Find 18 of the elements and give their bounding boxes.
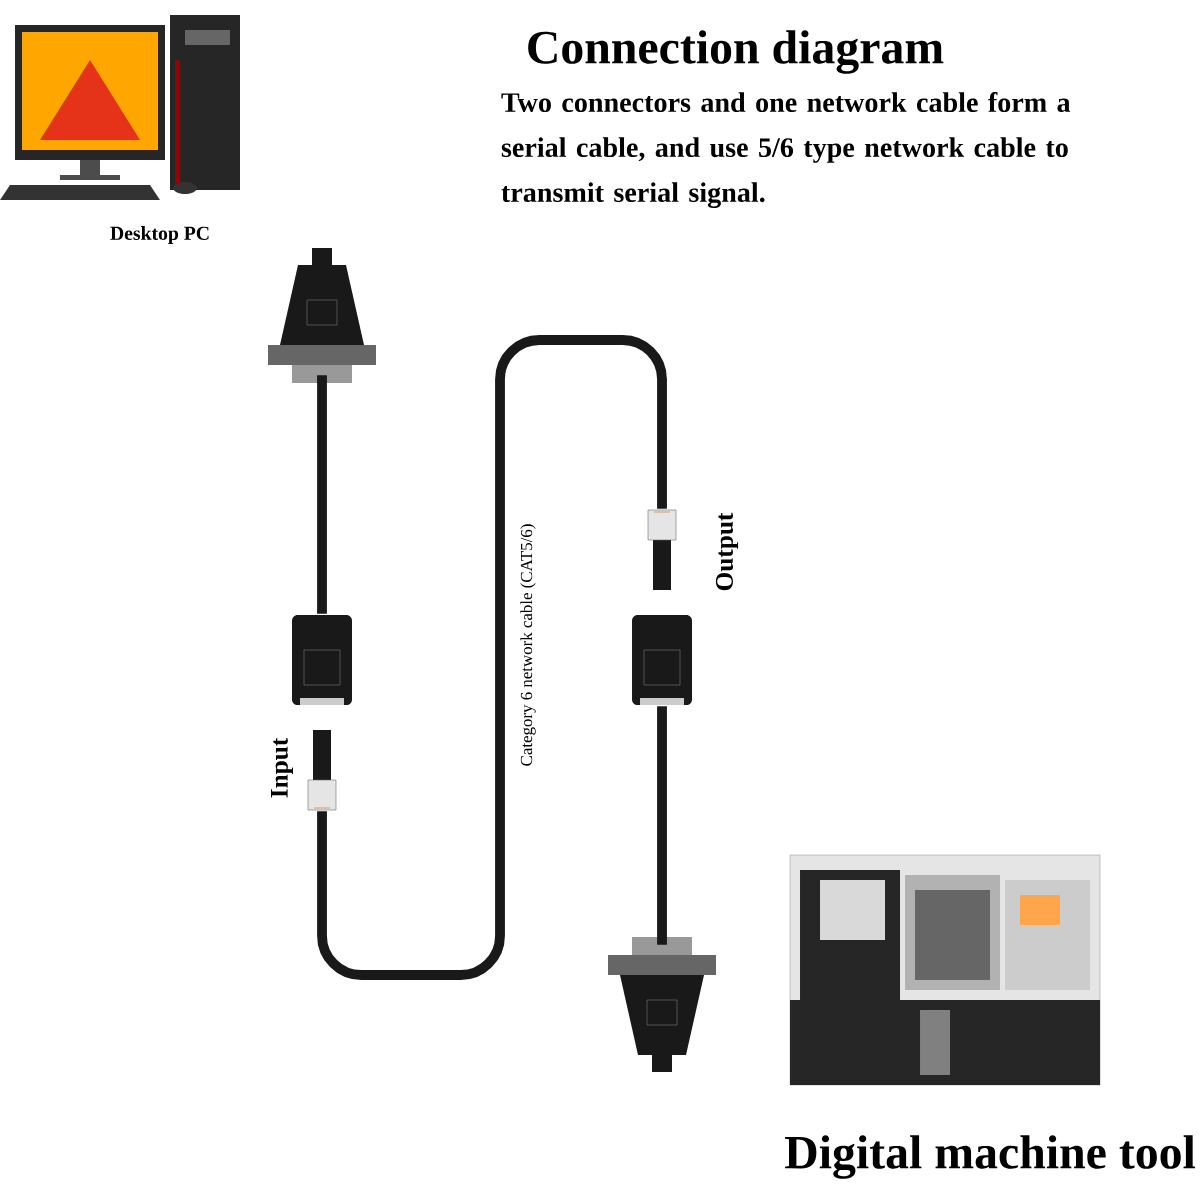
rj45-plug-drawing [307,730,337,811]
rj45-jack-drawing [632,615,692,705]
desktop-pc-drawing [0,15,240,200]
rj45-jack-drawing [292,615,352,705]
db9-connector-drawing [268,248,376,383]
cable [317,335,667,980]
machine-tool-drawing [789,854,1101,1086]
rj45-plug-drawing [647,509,677,590]
node-label: Digital machine tool [785,1135,1196,1179]
edge-label: Category 6 network cable (CAT5/6) [517,520,539,770]
node-label: Output [715,512,739,591]
description: Two connectors and one network cable form a serial cable, and use 5/6 type network cable to transmit serial signal. [501,92,1071,208]
db9-connector-drawing [608,937,716,1072]
node-label: Input [271,737,293,798]
node-label: Desktop PC [110,226,209,244]
cable [317,375,327,614]
cable [657,706,667,945]
title: Connection diagram [528,30,944,74]
